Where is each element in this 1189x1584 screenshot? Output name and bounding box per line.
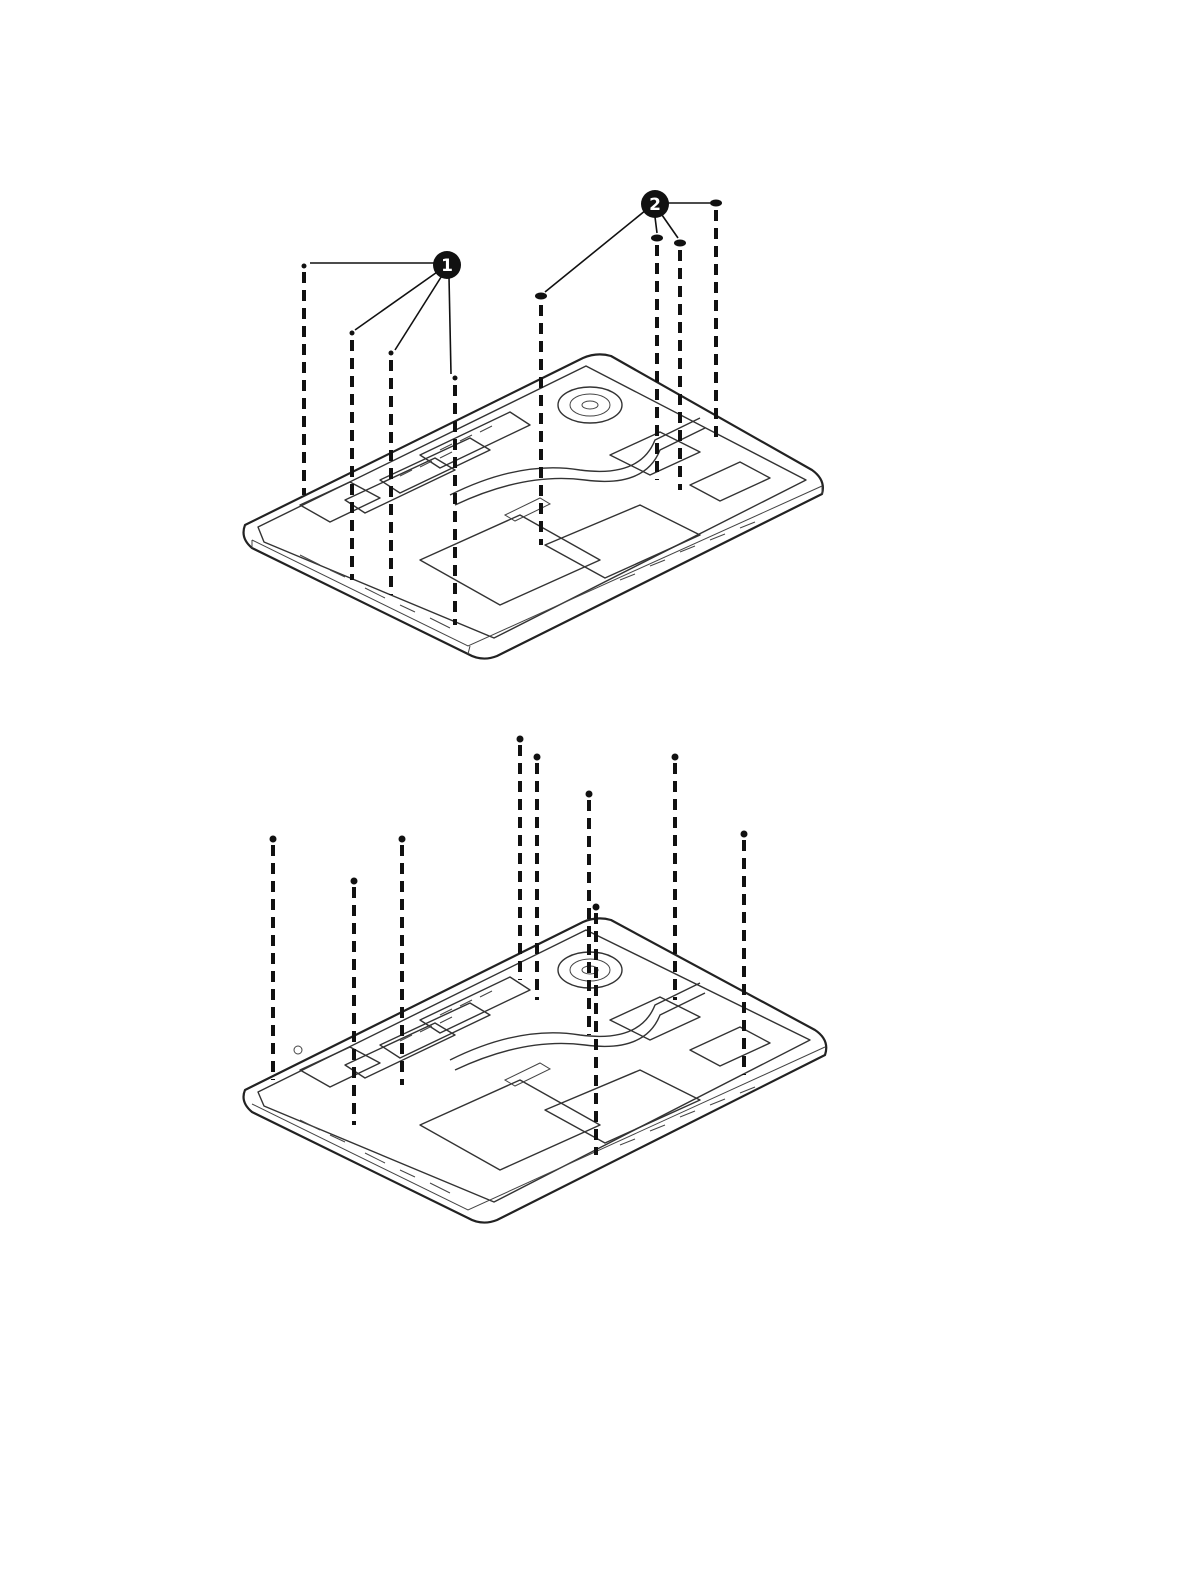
screw-icon (672, 754, 679, 761)
rubber-foot-icon (710, 200, 722, 207)
rubber-foot-icon (674, 240, 686, 247)
screw-icon (270, 836, 277, 843)
rubber-foot-icon (535, 293, 547, 300)
callout-2-label: 2 (649, 195, 661, 215)
screw-icon (741, 831, 748, 838)
screw-icon (389, 351, 394, 356)
screw-icon (453, 376, 458, 381)
screw-icon (350, 331, 355, 336)
screw-icon (593, 904, 600, 911)
callout-1-badge: 1 (433, 251, 461, 279)
laptop-base-bottom (244, 918, 827, 1222)
figure-top: 1 2 (244, 190, 823, 659)
laptop-base-top (244, 354, 823, 658)
screw-icon (399, 836, 406, 843)
screw-icon (302, 264, 307, 269)
leader-lines-callout-1 (310, 263, 451, 374)
callout-1-label: 1 (441, 256, 453, 276)
screw-icon (517, 736, 524, 743)
screw-icon (534, 754, 541, 761)
screw-icon (586, 791, 593, 798)
rubber-foot-icon (651, 235, 663, 242)
leader-lines-callout-2 (545, 203, 710, 292)
screw-icon (351, 878, 358, 885)
figure-bottom (244, 736, 827, 1223)
callout-2-badge: 2 (641, 190, 669, 218)
